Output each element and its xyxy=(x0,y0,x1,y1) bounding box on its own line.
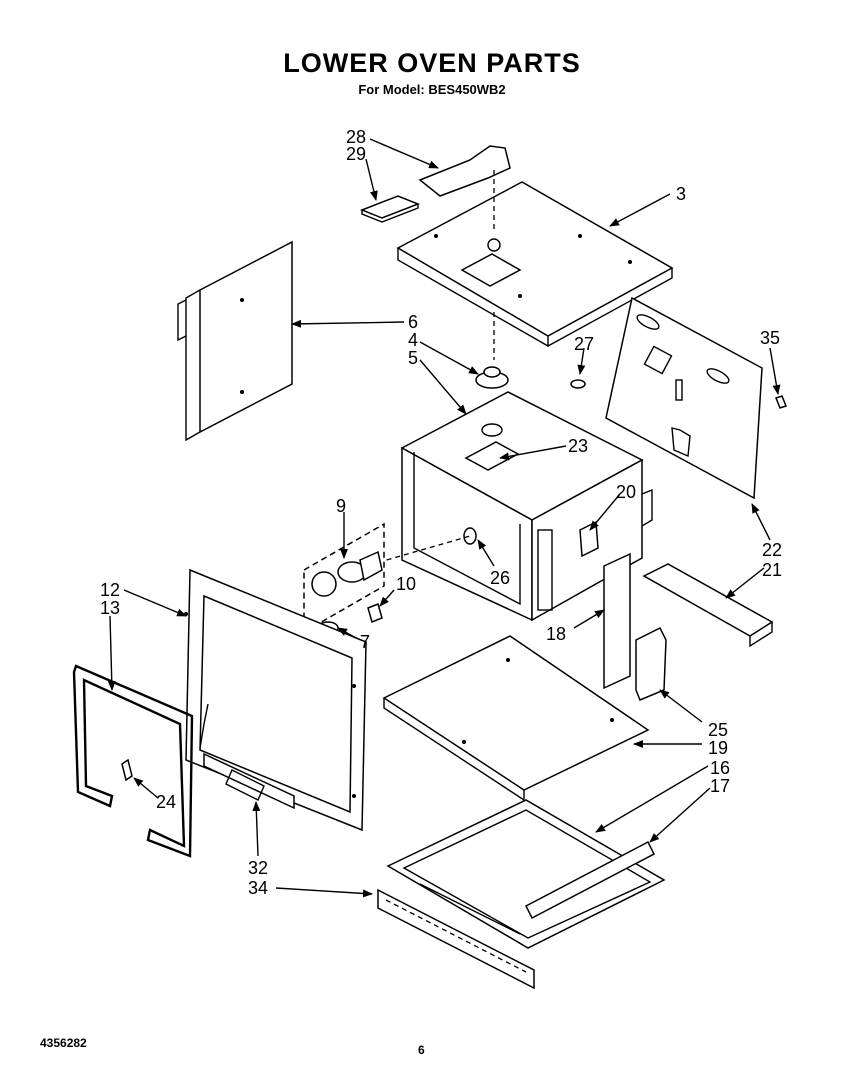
page-title: LOWER OVEN PARTS xyxy=(283,48,581,78)
blower-part xyxy=(475,170,509,389)
hinge-part xyxy=(121,758,133,782)
model-subtitle: For Model: BES450WB2 xyxy=(358,82,506,97)
trim-part xyxy=(203,752,295,810)
callout-23: 23 xyxy=(568,436,588,456)
callout-16: 16 xyxy=(710,758,730,778)
callout-22: 22 xyxy=(762,540,782,560)
support-bracket-part xyxy=(642,563,774,648)
document-number: 4356282 xyxy=(40,1036,87,1050)
callout-9: 9 xyxy=(336,496,346,516)
hinge-bracket-part xyxy=(603,552,631,690)
callout-4: 4 xyxy=(408,330,418,350)
back-panel-part xyxy=(605,296,763,500)
oven-bottom-part xyxy=(382,635,650,802)
callout-21: 21 xyxy=(762,560,782,580)
callout-12: 12 xyxy=(100,580,120,600)
left-side-panel-part xyxy=(177,240,293,442)
callout-17: 17 xyxy=(710,776,730,796)
callout-20: 20 xyxy=(616,482,636,502)
callout-3: 3 xyxy=(676,184,686,204)
drawer-front-part xyxy=(377,888,535,990)
callout-27: 27 xyxy=(574,334,594,354)
callout-labels: 28 29 3 6 4 5 27 35 23 22 21 20 9 26 10 … xyxy=(100,127,782,898)
callout-13: 13 xyxy=(100,598,120,618)
callout-25: 25 xyxy=(708,720,728,740)
callout-18: 18 xyxy=(546,624,566,644)
callout-29: 29 xyxy=(346,144,366,164)
latch-part xyxy=(635,626,667,701)
callout-34: 34 xyxy=(248,878,268,898)
top-panel-part xyxy=(396,181,674,348)
leader-lines xyxy=(107,138,781,898)
plug-part xyxy=(570,379,586,389)
callout-7: 7 xyxy=(360,632,370,652)
drawer-part xyxy=(386,799,666,949)
callout-10: 10 xyxy=(396,574,416,594)
callout-28: 28 xyxy=(346,127,366,147)
callout-35: 35 xyxy=(760,328,780,348)
door-frame-part xyxy=(184,568,367,832)
callout-32: 32 xyxy=(248,858,268,878)
callout-24: 24 xyxy=(156,792,176,812)
door-gasket-part xyxy=(72,664,194,858)
vent-duct-part xyxy=(359,145,511,223)
callout-6: 6 xyxy=(408,312,418,332)
callout-5: 5 xyxy=(408,348,418,368)
callout-26: 26 xyxy=(490,568,510,588)
page-number: 6 xyxy=(418,1043,425,1057)
clip-part xyxy=(775,395,787,409)
callout-19: 19 xyxy=(708,738,728,758)
